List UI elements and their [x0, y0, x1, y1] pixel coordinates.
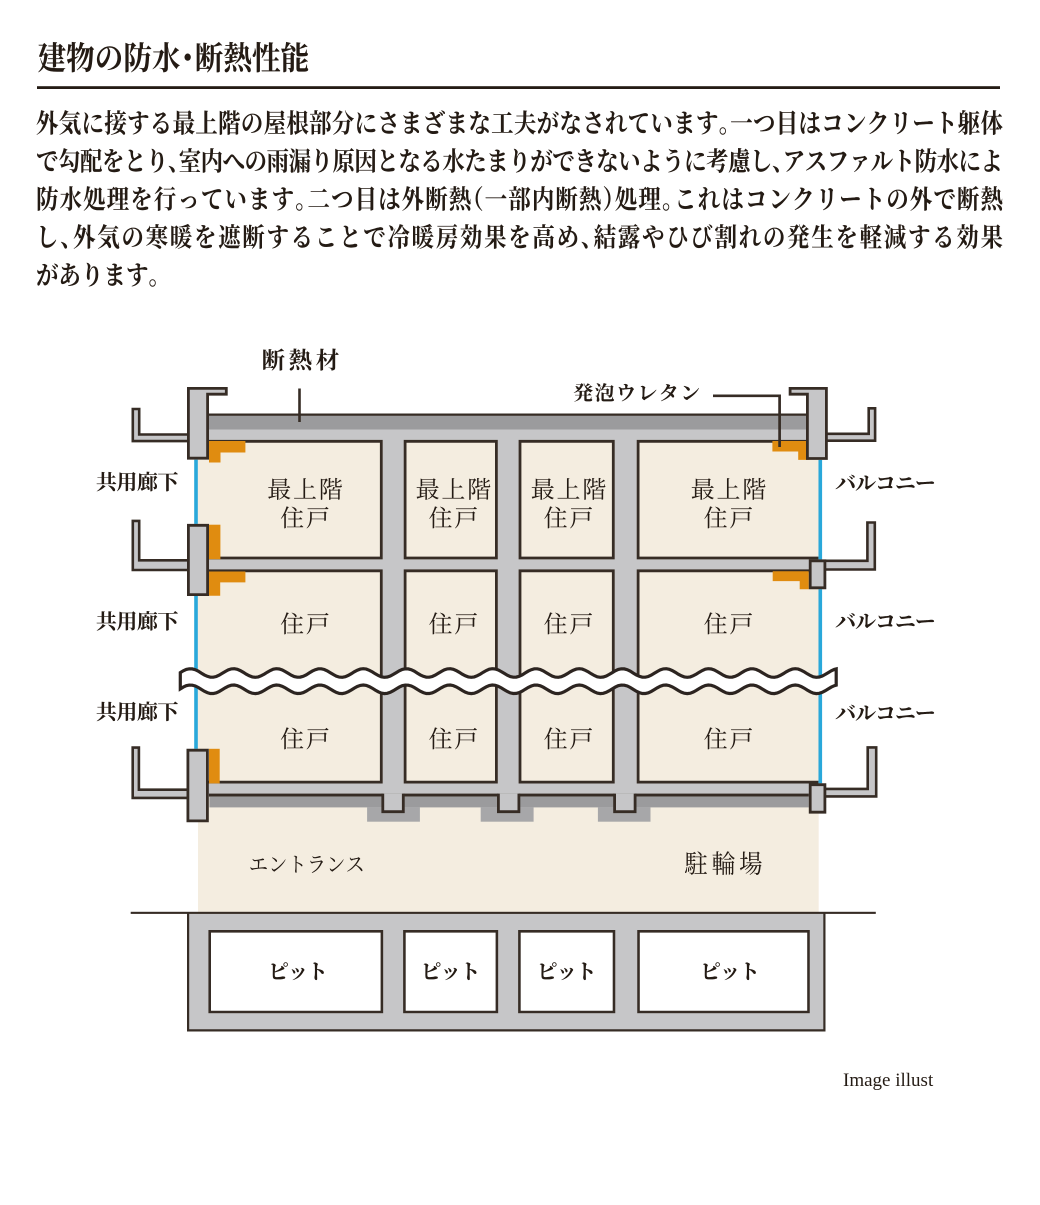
svg-text:Image illust: Image illust	[843, 1070, 934, 1091]
